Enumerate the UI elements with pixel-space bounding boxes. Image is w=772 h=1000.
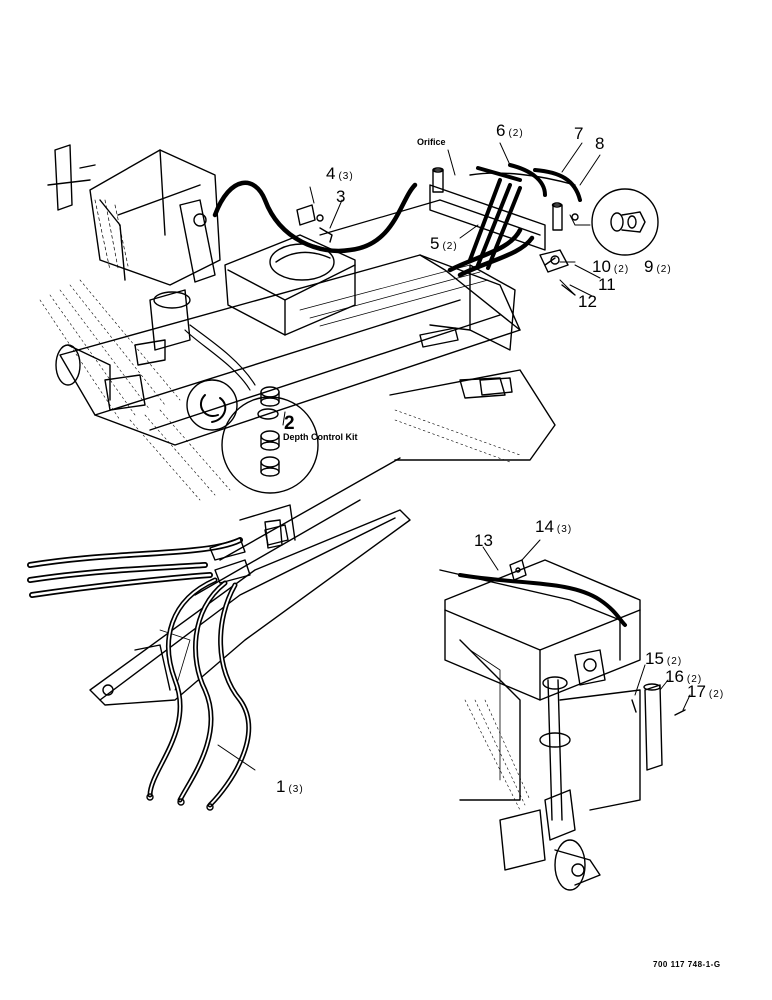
callout-5: 5(2) bbox=[430, 234, 458, 253]
lower-right-assembly bbox=[439, 559, 686, 891]
callout-2: 2 bbox=[284, 413, 295, 434]
callout-14: 14(3) bbox=[535, 517, 573, 536]
callout-17: 17(2) bbox=[687, 682, 725, 701]
callout-6: 6(2) bbox=[496, 121, 524, 140]
callout-9: 9(2) bbox=[644, 257, 672, 276]
callout-7: 7 bbox=[574, 124, 584, 143]
depth-control-kit-label: Depth Control Kit bbox=[283, 432, 358, 442]
item-1-hoses-white bbox=[149, 579, 250, 806]
detail-circle-9 bbox=[569, 188, 659, 256]
callout-10: 10(2) bbox=[592, 257, 630, 276]
upper-hose-lines bbox=[184, 199, 441, 391]
depth-control-kit-detail bbox=[186, 379, 319, 494]
callout-1: 1(3) bbox=[276, 777, 304, 796]
lower-boom-drawing bbox=[89, 457, 411, 706]
callout-15: 15(2) bbox=[645, 649, 683, 668]
callout-13: 13 bbox=[474, 531, 493, 550]
drawing-part-number: 700 117 748-1-G bbox=[653, 960, 721, 969]
callout-4: 4(3) bbox=[326, 164, 354, 183]
callout-8: 8 bbox=[595, 134, 605, 153]
callout-12: 12 bbox=[578, 292, 597, 311]
callout-16: 16(2) bbox=[665, 667, 703, 686]
callout-11: 11 bbox=[598, 275, 616, 294]
callout-3: 3 bbox=[336, 187, 346, 206]
hydraulic-cylinder-drawing bbox=[429, 163, 582, 296]
lower-hoses-white bbox=[28, 538, 242, 597]
leader-lines bbox=[217, 142, 691, 771]
hose-fittings bbox=[146, 524, 289, 811]
small-parts bbox=[296, 204, 576, 296]
orifice-label: Orifice bbox=[417, 137, 446, 147]
main-frame-drawing bbox=[39, 144, 556, 501]
